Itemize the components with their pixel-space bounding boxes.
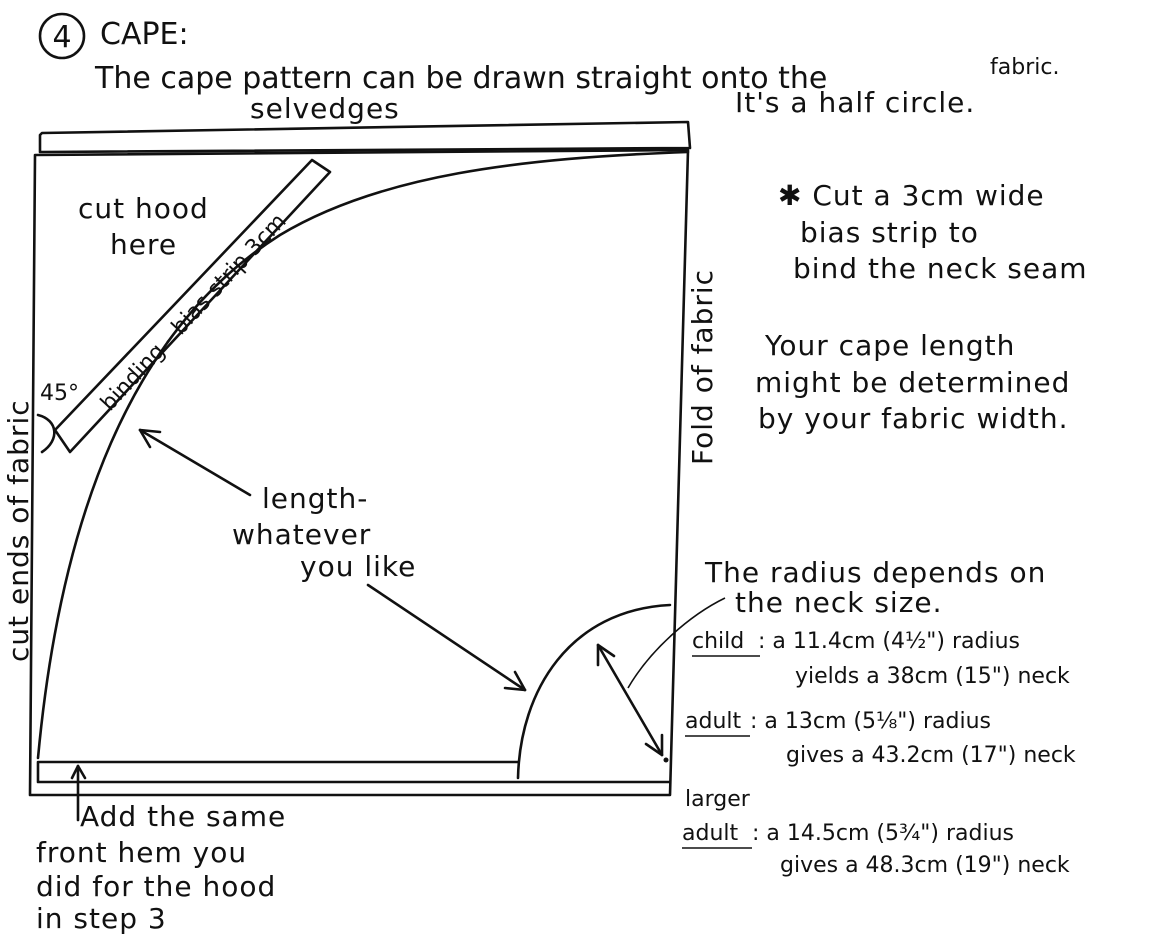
angle-arc — [36, 413, 56, 454]
fold-label: Fold of fabric — [686, 269, 719, 465]
hem-note-line-3: did for the hood — [36, 870, 276, 903]
bias-note-line-1: ✱ Cut a 3cm wide — [778, 179, 1045, 212]
length-arrow-up-head — [138, 428, 162, 449]
cape-outer-curve — [36, 150, 690, 760]
fabric-outline — [28, 148, 690, 797]
length-arrow-up — [138, 428, 252, 497]
adult-line-2: gives a 43.2cm (17") neck — [786, 743, 1076, 768]
selvedge-strip — [38, 120, 692, 154]
hem-note-line-2: front hem you — [36, 836, 247, 869]
front-hem-strip — [36, 760, 672, 784]
larger-adult-prefix: larger — [685, 787, 751, 812]
length-arrow-down-head — [503, 670, 527, 692]
intro-line-3: It's a half circle. — [735, 86, 975, 119]
cut-hood-line-2: here — [110, 228, 177, 261]
radius-note-line-2: the neck size. — [735, 586, 943, 619]
length-line-2: whatever — [232, 518, 371, 551]
larger-adult-line-2: gives a 48.3cm (19") neck — [780, 853, 1070, 878]
adult-line-1: : a 13cm (5⅛") radius — [750, 709, 991, 734]
bias-note-line-2: bias strip to — [800, 216, 979, 249]
selvedges-label: selvedges — [250, 92, 400, 125]
step-number-circle — [38, 12, 86, 60]
step-number: 4 — [52, 20, 71, 55]
hem-note-line-1: Add the same — [80, 800, 286, 833]
length-note-line-3: by your fabric width. — [758, 402, 1069, 435]
intro-line-1: The cape pattern can be drawn straight o… — [94, 61, 827, 96]
length-line-3: you like — [300, 550, 416, 583]
angle-label: 45° — [40, 381, 79, 406]
hem-note-line-4: in step 3 — [36, 902, 167, 935]
radius-arrow — [596, 643, 664, 757]
intro-line-2: fabric. — [990, 55, 1059, 80]
child-label: child — [692, 629, 744, 654]
larger-adult-label: adult — [682, 821, 739, 846]
length-arrow-down — [366, 583, 527, 692]
step-title: CAPE: — [100, 17, 189, 52]
hem-arrow-head — [70, 764, 87, 780]
larger-adult-line-1: : a 14.5cm (5¾") radius — [752, 821, 1014, 846]
length-note-line-1: Your cape length — [764, 329, 1015, 362]
radius-arrow-heads — [596, 643, 664, 757]
length-note-line-2: might be determined — [755, 366, 1070, 399]
radius-note-line-1: The radius depends on — [704, 556, 1046, 589]
radius-pointer-line — [627, 597, 726, 689]
cut-hood-line-1: cut hood — [78, 192, 209, 225]
adult-label: adult — [685, 709, 742, 734]
child-line-1: : a 11.4cm (4½") radius — [758, 629, 1020, 654]
bias-note-line-3: bind the neck seam — [793, 252, 1088, 285]
binding-strip — [53, 158, 332, 454]
child-line-2: yields a 38cm (15") neck — [795, 664, 1070, 689]
length-line-1: length- — [262, 482, 368, 515]
cut-ends-label: cut ends of fabric — [2, 399, 35, 662]
neck-curve — [516, 603, 672, 780]
radius-center-dot — [663, 757, 669, 763]
